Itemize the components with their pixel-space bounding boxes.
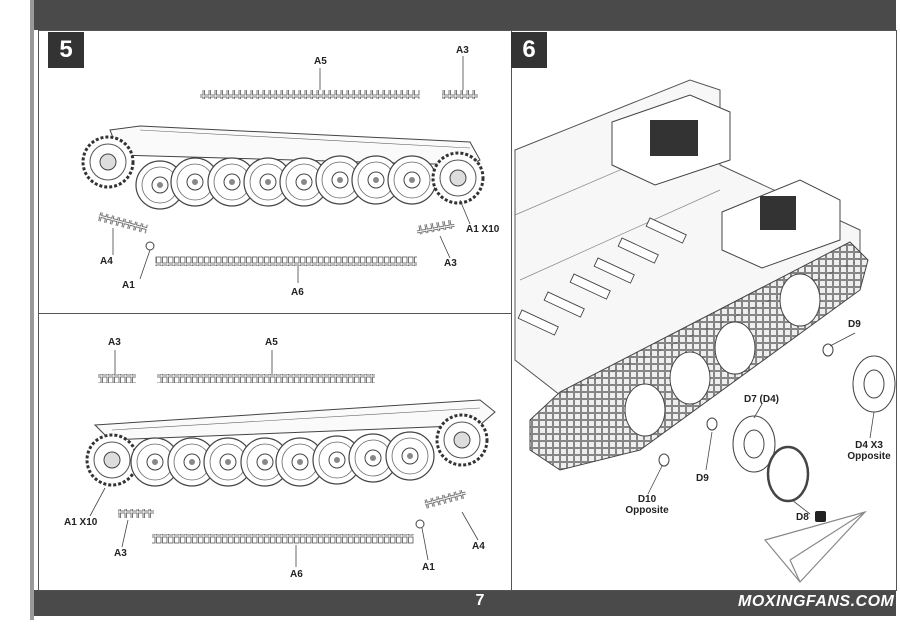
label-a3: A3 (444, 258, 457, 269)
top-bar (34, 0, 896, 30)
label-a1-x10: A1 X10 (466, 224, 500, 235)
label-opposite-left: Opposite (625, 505, 669, 516)
bottom-bar (34, 590, 896, 616)
label-a6: A6 (291, 287, 304, 298)
label-a1-x10: A1 X10 (64, 517, 98, 528)
label-a6: A6 (290, 569, 303, 580)
label-a5: A5 (314, 56, 327, 67)
page-number: 7 (475, 592, 485, 609)
label-d4-x3: D4 X3 (855, 440, 883, 451)
watermark-text: MOXINGFANS.COM (738, 593, 895, 610)
binding-spine (30, 0, 34, 620)
label-a1: A1 (422, 562, 435, 573)
step-5-badge: 5 (48, 32, 84, 68)
label-d7-d4: D7 (D4) (744, 394, 780, 405)
label-a4: A4 (100, 256, 113, 267)
label-opposite-right: Opposite (847, 451, 891, 462)
label-a4: A4 (472, 541, 485, 552)
label-d8: D8 (796, 512, 809, 523)
label-a5: A5 (265, 337, 278, 348)
label-a1: A1 (122, 280, 135, 291)
label-d9-top: D9 (848, 319, 861, 330)
step-6-badge: 6 (511, 32, 547, 68)
label-a3-top: A3 (108, 337, 121, 348)
label-a3: A3 (114, 548, 127, 559)
label-d9-bottom: D9 (696, 473, 709, 484)
glue-icon (815, 511, 826, 522)
label-a3-top: A3 (456, 45, 469, 56)
label-d10: D10 (637, 494, 657, 505)
